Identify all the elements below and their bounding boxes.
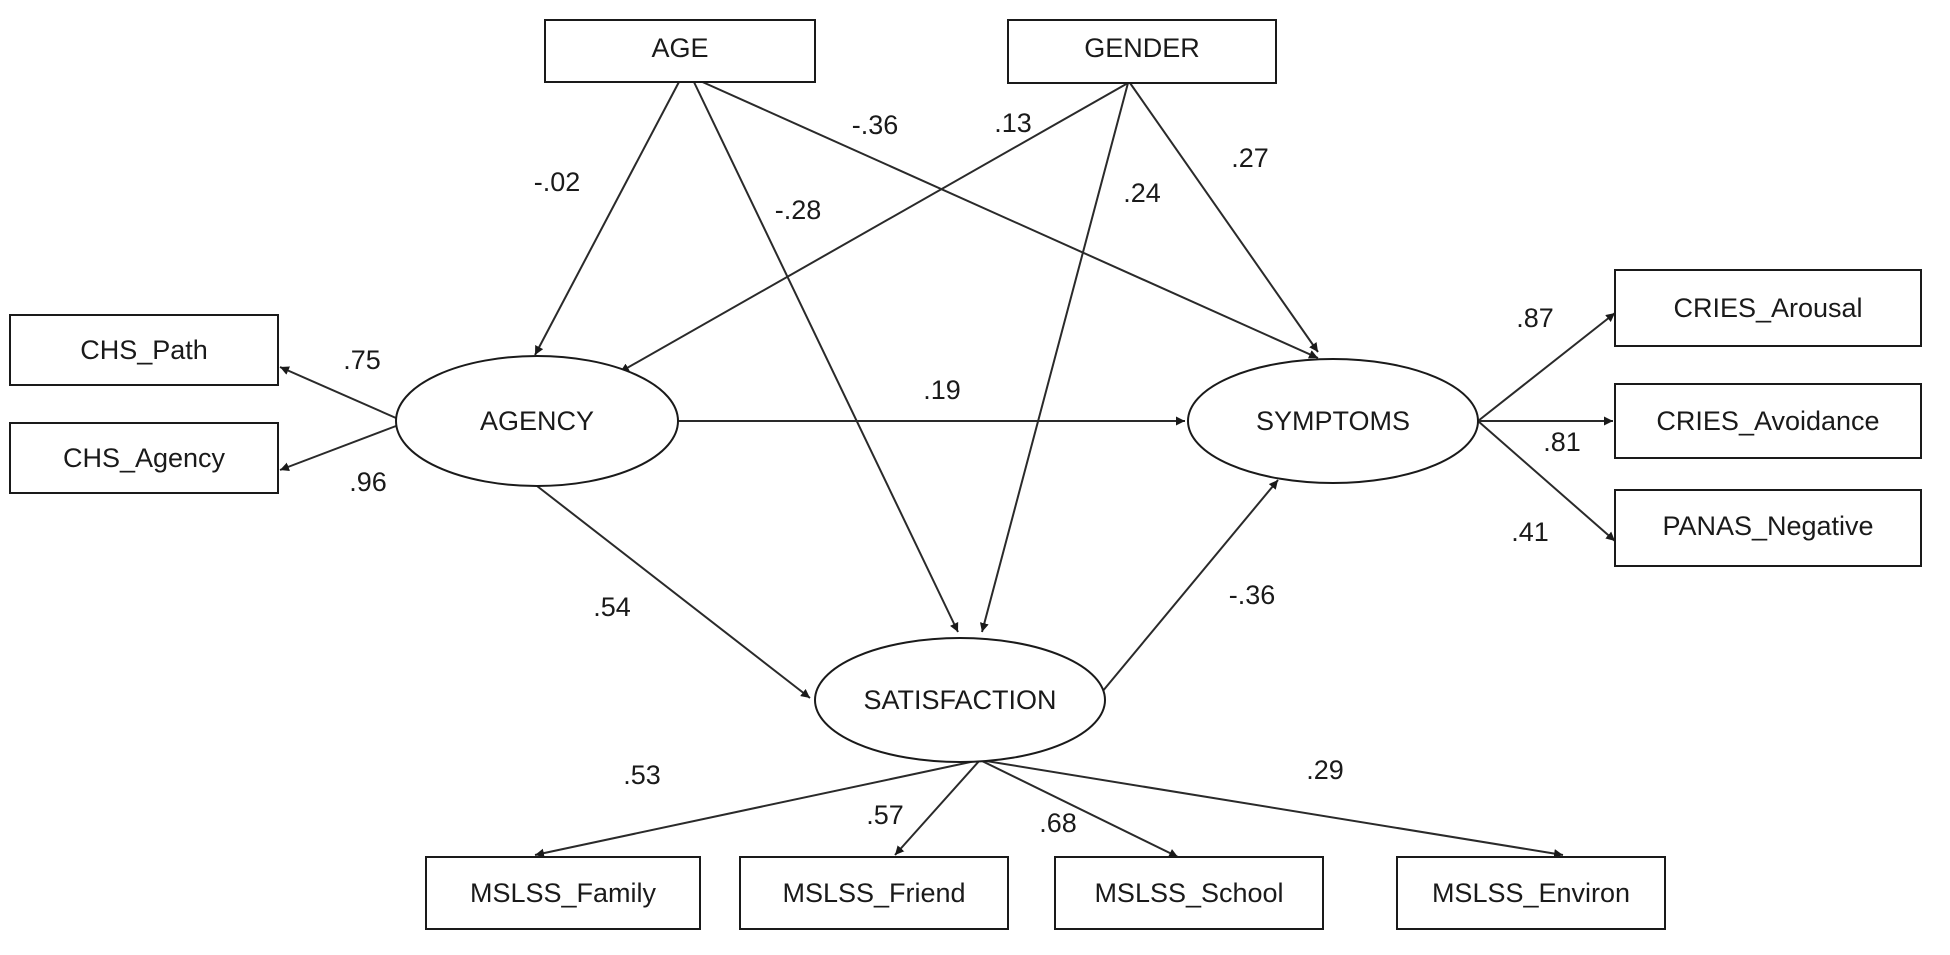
node-symptoms: SYMPTOMS	[1187, 358, 1479, 484]
coef-symptoms-cries-avoidance: .81	[1543, 427, 1581, 457]
node-mslss-family: MSLSS_Family	[425, 856, 701, 930]
coef-age-symptoms: -.36	[852, 110, 899, 140]
node-label: CHS_Agency	[63, 443, 226, 473]
node-label: CRIES_Avoidance	[1656, 406, 1879, 436]
node-panas-negative: PANAS_Negative	[1614, 489, 1922, 567]
coef-symptoms-cries-arousal: .87	[1516, 303, 1554, 333]
coef-gender-satisfaction: .24	[1123, 178, 1161, 208]
node-label: MSLSS_School	[1094, 878, 1283, 908]
edge-age-symptoms	[697, 79, 1319, 359]
edge-satisfaction-mslss-environ	[979, 759, 1564, 858]
edge-symptoms-cries-arousal	[1477, 312, 1616, 422]
edge-satisfaction-mslss-friend	[894, 759, 981, 856]
coef-agency-symptoms: .19	[923, 375, 961, 405]
coef-satisfaction-symptoms: -.36	[1229, 580, 1276, 610]
edge-agency-chs-agency	[279, 425, 397, 472]
coef-satisfaction-mslss-school: .68	[1039, 808, 1077, 838]
coef-symptoms-panas-negative: .41	[1511, 517, 1549, 547]
node-label: GENDER	[1084, 33, 1200, 63]
coef-age-satisfaction: -.28	[775, 195, 822, 225]
node-label: SYMPTOMS	[1256, 406, 1410, 436]
node-chs-path: CHS_Path	[9, 314, 279, 386]
node-mslss-friend: MSLSS_Friend	[739, 856, 1009, 930]
node-label: AGENCY	[480, 406, 594, 436]
node-label: PANAS_Negative	[1662, 511, 1873, 541]
coef-gender-agency: .13	[994, 108, 1032, 138]
edge-satisfaction-symptoms	[1101, 479, 1279, 693]
edge-age-agency	[534, 79, 681, 356]
edge-gender-satisfaction	[979, 82, 1129, 633]
node-cries-avoidance: CRIES_Avoidance	[1614, 383, 1922, 459]
coef-age-agency: -.02	[534, 167, 581, 197]
edge-gender-agency	[619, 82, 1129, 373]
edge-agency-chs-path	[279, 366, 397, 419]
edge-gender-symptoms	[1129, 82, 1319, 353]
node-label: CRIES_Arousal	[1673, 293, 1862, 323]
coef-satisfaction-mslss-friend: .57	[866, 800, 904, 830]
coef-gender-symptoms: .27	[1231, 143, 1269, 173]
edge-satisfaction-mslss-school	[979, 759, 1179, 858]
node-label: MSLSS_Friend	[782, 878, 965, 908]
edge-symptoms-panas-negative	[1477, 420, 1616, 542]
node-label: MSLSS_Environ	[1432, 878, 1630, 908]
coef-agency-chs-path: .75	[343, 345, 381, 375]
node-mslss-school: MSLSS_School	[1054, 856, 1324, 930]
node-age: AGE	[544, 19, 816, 83]
node-satisfaction: SATISFACTION	[814, 637, 1106, 763]
node-label: SATISFACTION	[863, 685, 1056, 715]
coefficients: -.02 -.28 -.36 .13 .24 .27 .75 .96 .19 .…	[343, 108, 1581, 838]
edge-agency-satisfaction	[536, 485, 811, 699]
edges	[279, 79, 1616, 858]
node-label: AGE	[651, 33, 708, 63]
node-label: MSLSS_Family	[470, 878, 657, 908]
node-label: CHS_Path	[80, 335, 208, 365]
edge-age-satisfaction	[692, 79, 959, 633]
coef-satisfaction-mslss-family: .53	[623, 760, 661, 790]
node-agency: AGENCY	[395, 355, 679, 487]
node-gender: GENDER	[1007, 19, 1277, 84]
coef-satisfaction-mslss-environ: .29	[1306, 755, 1344, 785]
edge-satisfaction-mslss-family	[534, 759, 981, 858]
node-mslss-environ: MSLSS_Environ	[1396, 856, 1666, 930]
coef-agency-chs-agency: .96	[349, 467, 387, 497]
coef-agency-satisfaction: .54	[593, 592, 631, 622]
node-chs-agency: CHS_Agency	[9, 422, 279, 494]
node-cries-arousal: CRIES_Arousal	[1614, 269, 1922, 347]
